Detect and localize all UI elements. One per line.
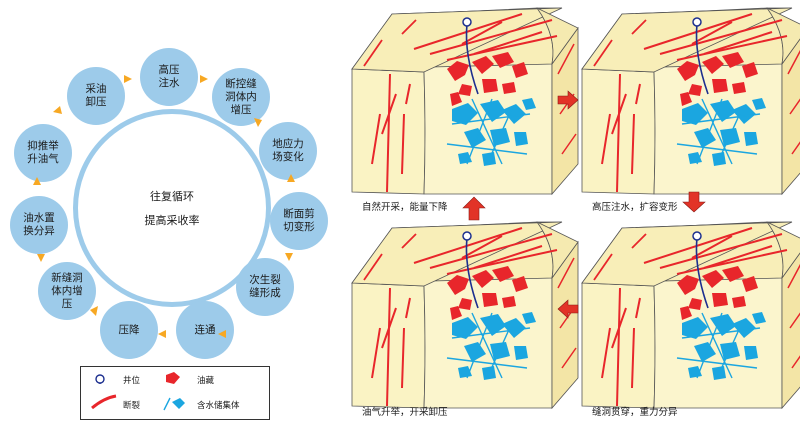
node-oil-water-replacement: 油水置 换分异 (10, 196, 68, 254)
caption-fracture-penetration: 缝洞贯穿，重力分异 (592, 407, 678, 418)
legend-oil-label: 油藏 (197, 376, 215, 386)
legend-water-label: 含水储集体 (197, 401, 240, 411)
caption-high-pressure-injection: 高压注水，扩容变形 (592, 202, 678, 213)
node-stress-field-change: 地应力 场变化 (259, 122, 317, 180)
node-secondary-fracture: 次生裂 缝形成 (236, 258, 294, 316)
panel-fracture-penetration (581, 221, 800, 409)
node-fault-shear-deformation: 断面剪 切变形 (270, 192, 328, 250)
legend-icons (91, 372, 185, 411)
cycle-center-text-2: 提高采收率 (144, 214, 200, 227)
node-high-pressure-injection: 高压 注水 (140, 48, 198, 106)
node-connection: 连通 (176, 301, 234, 359)
node-fracture-vug-pressurize: 断控缝 洞体内 增压 (212, 68, 270, 126)
panel-oil-gas-lift (351, 221, 579, 409)
node-new-vug-pressurize: 新缝洞 体内增 压 (38, 262, 96, 320)
legend-fault-label: 断裂 (123, 401, 141, 411)
legend-well-label: 井位 (123, 376, 141, 386)
cycle-arrows (33, 75, 295, 338)
cycle-ring (73, 109, 271, 307)
panel-high-pressure-injection (581, 7, 800, 195)
legend: 井位 油藏 断裂 含水储集体 (80, 366, 270, 420)
panel-natural-production (351, 7, 579, 195)
node-production-unload: 采油 卸压 (67, 67, 125, 125)
caption-oil-gas-lift: 油气升举，开采卸压 (362, 407, 448, 418)
cycle-center-text-1: 往复循环 (150, 190, 194, 203)
caption-natural-production: 自然开采，能量下降 (362, 202, 448, 213)
node-pressure-drop: 压降 (100, 301, 158, 359)
flow-arrows (462, 90, 706, 319)
node-lift-oil-gas: 抑推举 升油气 (14, 124, 72, 182)
